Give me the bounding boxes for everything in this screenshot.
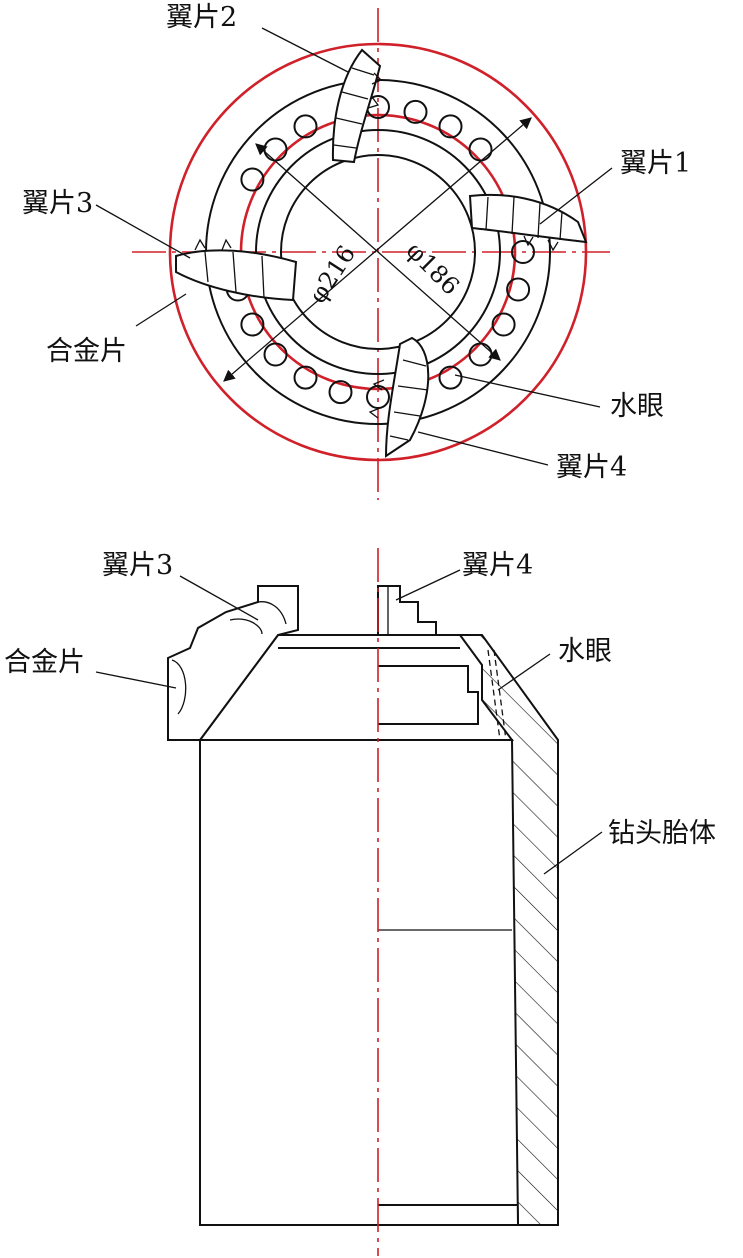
water-hole-circle [468, 137, 493, 162]
wing-2 [331, 48, 383, 164]
dim-line-inner [223, 117, 532, 382]
water-hole-circle [438, 365, 463, 390]
water-hole-circle [293, 365, 318, 390]
top-view: φ216 φ186 翼片2 翼片1 翼片3 合金片 水眼 翼片4 [22, 2, 691, 500]
leader-wing4 [417, 431, 549, 466]
leader-side-wing4 [395, 569, 461, 601]
water-hole-circle [438, 114, 463, 139]
label-side-wing3: 翼片3 [102, 550, 173, 581]
leader-water-hole [454, 374, 601, 408]
body-cylinder [199, 739, 520, 1226]
water-hole-circle [293, 114, 318, 139]
water-hole-circle [240, 312, 265, 337]
label-wing1: 翼片1 [620, 148, 691, 179]
label-side-body: 钻头胎体 [608, 818, 716, 849]
leader-wing1 [539, 167, 613, 225]
water-hole-circle [491, 312, 516, 337]
water-hole-circle [240, 167, 265, 192]
label-side-water: 水眼 [558, 636, 612, 667]
side-wing-3-arcs [171, 618, 263, 715]
label-side-wing4: 翼片4 [462, 550, 533, 581]
side-wing-3 [167, 585, 299, 741]
wing-3 [175, 238, 298, 302]
water-channel-1 [487, 649, 501, 741]
label-wing4: 翼片4 [556, 452, 627, 483]
water-hole-circle [263, 137, 288, 162]
leader-wing3 [95, 204, 191, 259]
water-channel-2 [493, 649, 507, 741]
inner-steps [378, 665, 479, 725]
water-hole-circle [366, 385, 390, 409]
leader-side-alloy [95, 671, 177, 689]
label-side-alloy: 合金片 [4, 647, 85, 678]
leader-wing2 [261, 27, 349, 73]
side-view: 翼片3 翼片4 合金片 水眼 钻头胎体 [4, 548, 716, 1256]
dim-inner-text: φ186 [401, 236, 465, 300]
label-wing3: 翼片3 [22, 188, 93, 219]
label-wing2: 翼片2 [166, 2, 237, 33]
water-hole-circle [468, 342, 493, 367]
leader-side-body [543, 831, 603, 875]
side-wing-3-arc-2 [257, 601, 287, 625]
label-alloy: 合金片 [46, 336, 127, 367]
side-wing-4 [377, 585, 437, 636]
label-water-hole: 水眼 [610, 391, 664, 422]
outer-reference-circle [168, 42, 588, 462]
leader-alloy [135, 293, 187, 327]
water-hole-circle [263, 342, 288, 367]
dim-outer-text: φ216 [304, 240, 362, 308]
leader-side-wing3 [179, 575, 259, 621]
leader-side-water [497, 653, 551, 691]
